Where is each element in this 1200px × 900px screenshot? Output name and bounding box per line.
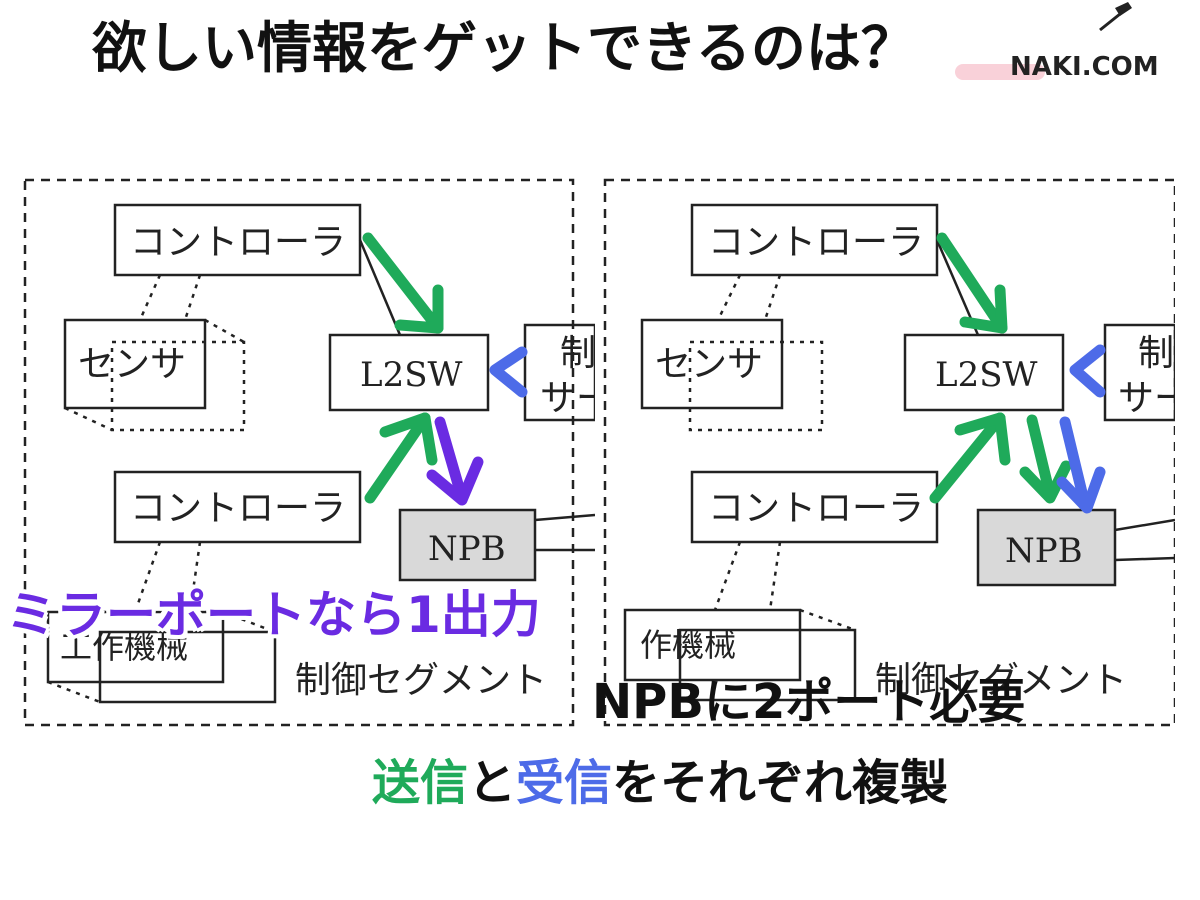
receive-word: 受信 (516, 755, 613, 811)
sensor-label: センサ (78, 344, 186, 385)
server-box (1103, 323, 1175, 422)
segment-border (603, 178, 1175, 727)
duplicate-caption: 送信と受信をそれぞれ複製 (372, 748, 948, 818)
controller-top-label: コントローラ (130, 222, 346, 263)
mirror-port-caption: ミラーポートなら1出力 (6, 586, 541, 644)
npb-box (976, 508, 1117, 587)
and-word: と (468, 755, 517, 811)
segment-label: 制御セグメント (295, 660, 547, 701)
npb-label: NPB (1005, 531, 1083, 571)
npb-two-ports-caption: NPBに2ポート必要 (592, 674, 1026, 730)
send-arrow-top (936, 232, 1008, 334)
send-arrow-top (362, 232, 444, 334)
l2sw-box (328, 333, 490, 412)
segment-border (23, 178, 575, 727)
machine-label: 工作機械 (60, 628, 188, 666)
mirror-arrow (426, 416, 484, 506)
server-label-2: サー (540, 378, 595, 419)
send-arrow-bottom (929, 412, 1011, 504)
duplicate-each-word: をそれぞれ複製 (612, 755, 949, 811)
machine-back-box (98, 630, 277, 704)
machine-box (623, 608, 802, 682)
sensor-box (640, 318, 784, 410)
page-title: 欲しい情報をゲットできるのは？ (92, 16, 916, 80)
server-label-2: サー (1118, 378, 1175, 419)
logo-highlight (955, 64, 1045, 80)
l2sw-label: L2SW (360, 355, 463, 395)
machine-label: 作機械 (640, 626, 736, 664)
machine-box (46, 610, 225, 684)
controller-bottom-box (690, 470, 939, 544)
l2sw-label: L2SW (935, 355, 1038, 395)
server-label-1: 制 (560, 333, 595, 374)
machine-back-box (678, 628, 857, 702)
npb-box (398, 508, 537, 582)
site-logo: NAKI.COM (1010, 52, 1159, 82)
sensor-label: センサ (655, 344, 763, 385)
pen-icon (1099, 2, 1132, 32)
server-box (523, 323, 595, 422)
receive-arrow (489, 346, 528, 398)
controller-bottom-box (113, 470, 362, 544)
send-arrow-bottom (364, 412, 438, 504)
segment-label: 制御セグメント (875, 660, 1127, 701)
controller-top-label: コントローラ (708, 222, 924, 263)
l2sw-box (903, 333, 1065, 412)
server-label-1: 制 (1138, 333, 1174, 374)
diagram-right: コントローラ センサ L2SW 制 サー コントローラ NPB 作機械 制御セグ… (603, 178, 1175, 727)
sensor-box (63, 318, 207, 410)
diagram-left: コントローラ センサ L2SW 制 サー コントローラ NPB 工作機械 制御セ… (23, 178, 595, 727)
controller-bottom-label: コントローラ (708, 488, 924, 529)
receive-to-npb-arrow (1056, 416, 1106, 514)
npb-label: NPB (428, 529, 506, 569)
send-word: 送信 (372, 755, 469, 811)
receive-arrow (1069, 344, 1106, 398)
controller-bottom-label: コントローラ (130, 488, 346, 529)
